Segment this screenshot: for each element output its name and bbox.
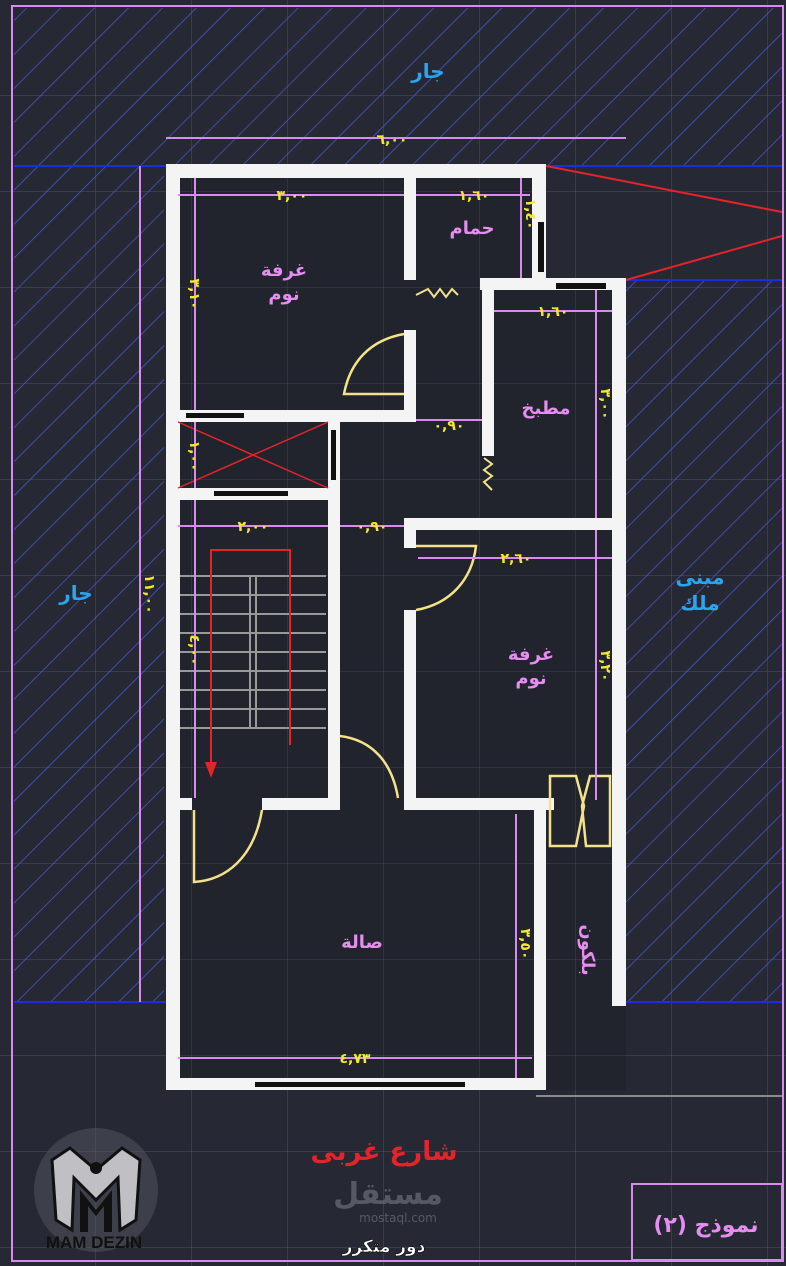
- dim-stairs-length: ٤,٠٠: [186, 635, 202, 666]
- view-line: [625, 235, 783, 281]
- street-label: شارع غربى: [310, 1137, 457, 1167]
- owned-building-label-line1: مبنى: [676, 565, 725, 589]
- balcony-label: بلكون: [577, 924, 598, 975]
- sheet-border: [11, 5, 784, 1262]
- dim-shaft-length: ١,٠٠: [186, 441, 202, 472]
- dim-corridor-2: ٠,٩٠: [357, 519, 388, 535]
- watermark: مستقل: [333, 1177, 443, 1212]
- dim-bedroom-2-width: ٢,٦٠: [501, 551, 532, 567]
- bathroom-label: حمام: [450, 218, 495, 239]
- dim-kitchen-width: ١,٦٠: [538, 304, 569, 320]
- mam-dezin-logo: MAM DEZIN: [34, 1128, 158, 1252]
- dim-bedroom-2-length: ٣,٢٠: [597, 651, 613, 682]
- stair-arrow-icon: [205, 762, 217, 778]
- kitchen-label: مطبخ: [522, 398, 571, 419]
- neighbor-top-label: جار: [410, 59, 444, 83]
- shaft-cross: [177, 421, 329, 489]
- dimension-labels: ٦,٠٠ ٣,٠٠ ١,٦٠ ١,٤٠ ٣,١٠ ١,٦٠ ٣,٠٠ ٠,٩٠ …: [141, 132, 613, 1067]
- living-hall-label: صالة: [341, 932, 383, 953]
- staircase: [180, 549, 326, 778]
- dim-kitchen-length: ٣,٠٠: [597, 389, 613, 420]
- bedroom-1-label-line2: نوم: [268, 284, 299, 305]
- dim-bathroom-width: ١,٦٠: [459, 188, 490, 204]
- bedroom-2-label-line1: غرفة: [508, 644, 554, 665]
- dim-bedroom-1-width: ٣,٠٠: [277, 188, 308, 204]
- bedroom-1-label-line1: غرفة: [261, 260, 307, 281]
- room-labels: غرفة نوم حمام مطبخ غرفة نوم صالة بلكون ج…: [58, 59, 724, 976]
- logo-text: MAM DEZIN: [46, 1233, 142, 1252]
- title-box: [631, 1183, 783, 1261]
- dim-stairs-width: ٢,٠٠: [238, 519, 269, 535]
- dim-hall-length: ٣,٥٠: [517, 929, 533, 960]
- floor-type-label: دور متكرر: [342, 1237, 426, 1257]
- dim-bedroom-1-length: ٣,١٠: [186, 279, 202, 310]
- doors: [192, 287, 612, 884]
- model-title: نموذج (٢): [653, 1213, 758, 1238]
- dim-bathroom-length: ١,٤٠: [522, 199, 538, 230]
- dim-hall-width: ٤,٧٣: [340, 1051, 371, 1067]
- watermark-url: mostaql.com: [359, 1211, 437, 1225]
- bedroom-2-label-line2: نوم: [515, 668, 546, 689]
- windows: [186, 222, 606, 1087]
- dim-total-width: ٦,٠٠: [377, 132, 408, 148]
- dim-corridor-1: ٠,٩٠: [434, 418, 465, 434]
- owned-building-label-line2: ملك: [680, 591, 719, 615]
- dimension-lines: [139, 137, 626, 1078]
- dim-total-length: ١١,٠٠: [141, 574, 157, 614]
- neighbor-left-label: جار: [58, 581, 92, 605]
